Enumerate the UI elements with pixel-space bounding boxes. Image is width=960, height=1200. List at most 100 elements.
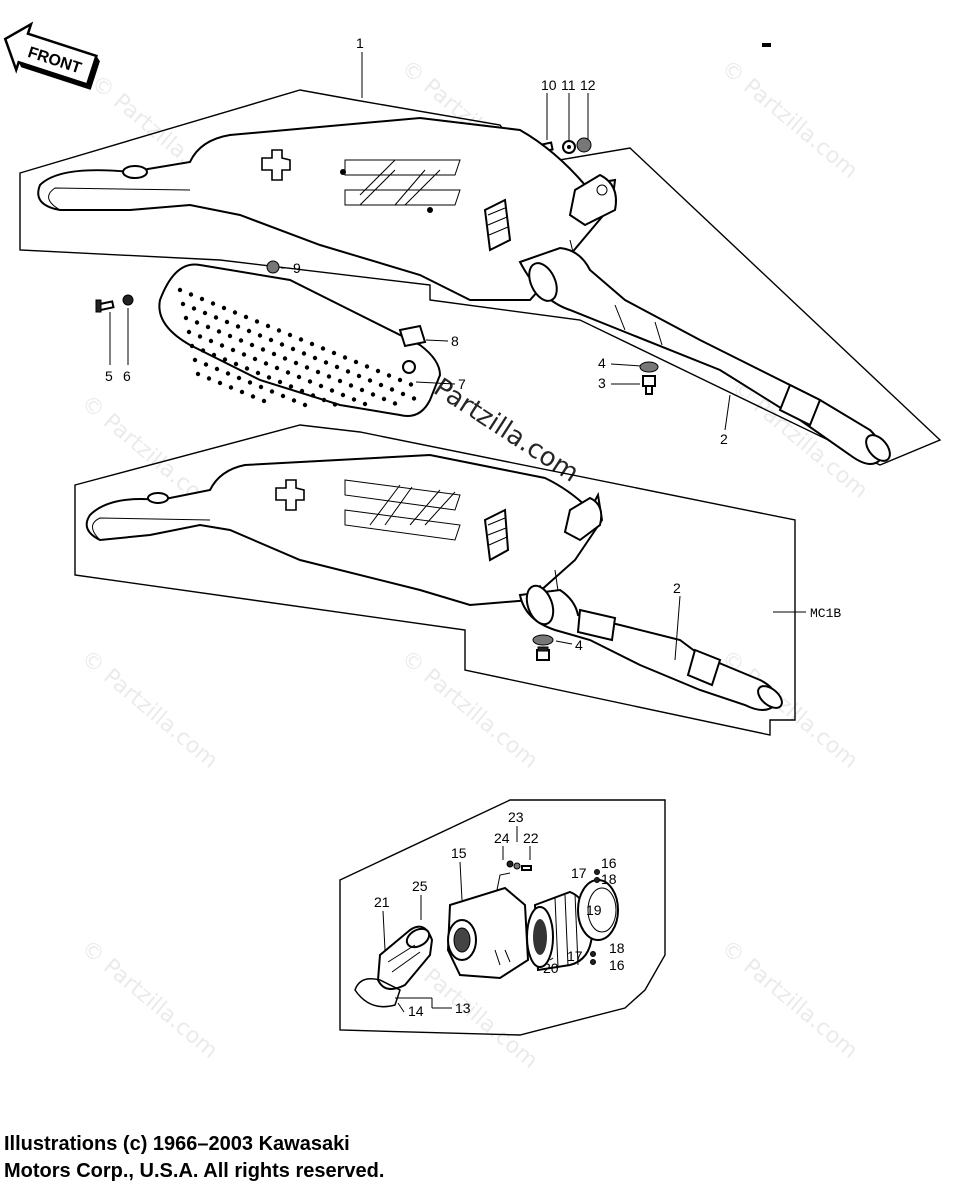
perforation-hole xyxy=(213,315,219,320)
washer-9 xyxy=(266,260,280,274)
perforation-hole xyxy=(211,352,217,358)
perforation-hole xyxy=(276,328,282,333)
perforation-hole xyxy=(210,301,216,306)
callout-18a: 18 xyxy=(601,871,617,887)
perforation-hole xyxy=(279,342,285,347)
perforation-hole xyxy=(334,364,340,370)
perforation-hole xyxy=(219,343,225,348)
perforation-hole xyxy=(194,320,200,325)
callout-22: 22 xyxy=(523,830,539,846)
perforation-hole xyxy=(183,315,189,321)
callout-2b: 2 xyxy=(673,580,681,596)
perforation-hole xyxy=(221,305,227,311)
filter-element-20 xyxy=(526,890,594,972)
perforation-hole xyxy=(310,393,316,398)
perforation-hole xyxy=(180,301,186,307)
perforation-hole xyxy=(217,380,223,386)
washer-4-upper xyxy=(639,361,659,373)
perforation-hole xyxy=(255,370,261,376)
perforation-hole xyxy=(188,292,194,297)
callout-21: 21 xyxy=(374,894,390,910)
clip-8 xyxy=(398,324,427,348)
intake-tube-21 xyxy=(376,925,434,990)
washer-4-lower xyxy=(532,634,554,646)
perforation-hole xyxy=(258,384,264,390)
perforation-hole xyxy=(216,329,222,334)
callout-9: 9 xyxy=(293,260,301,276)
screw-22 xyxy=(521,865,532,871)
grommet-7 xyxy=(402,360,416,374)
tailpipe-lower xyxy=(518,584,783,711)
perforation-hole xyxy=(271,351,277,357)
callout-6: 6 xyxy=(123,368,131,384)
mark-dash xyxy=(762,43,771,47)
callout-12: 12 xyxy=(580,77,596,93)
air-cleaner-case-15 xyxy=(446,872,530,980)
perforation-hole xyxy=(287,332,293,338)
perforation-hole xyxy=(238,338,244,343)
perforation-hole xyxy=(362,401,368,407)
perforation-hole xyxy=(195,371,201,377)
callout-8: 8 xyxy=(451,333,459,349)
perforation-hole xyxy=(386,373,392,378)
callout-24: 24 xyxy=(494,830,510,846)
perforation-hole xyxy=(342,355,348,360)
perforation-hole xyxy=(375,368,381,374)
perforation-hole xyxy=(326,374,332,379)
perforation-hole xyxy=(312,355,318,361)
perforation-hole xyxy=(304,365,310,370)
watermark: © Partzilla.com xyxy=(76,645,222,773)
callout-15: 15 xyxy=(451,845,467,861)
perforation-hole xyxy=(408,382,414,387)
callout-14: 14 xyxy=(408,1003,424,1019)
copyright-line-1: Illustrations (c) 1966–2003 Kawasaki xyxy=(4,1133,350,1155)
screw-5 xyxy=(95,299,115,313)
heat-guard-perforations xyxy=(177,287,417,408)
perforation-hole xyxy=(298,337,304,342)
perforation-hole xyxy=(307,379,313,384)
lower-muffler-assembly: MC1B 2 4 xyxy=(74,424,841,736)
perforation-hole xyxy=(177,287,183,293)
perforation-hole xyxy=(329,388,335,393)
callout-4a: 4 xyxy=(598,355,606,371)
callout-5: 5 xyxy=(105,368,113,384)
perforation-hole xyxy=(337,378,343,384)
perforation-hole xyxy=(299,388,305,394)
muffler-body-lower xyxy=(85,453,604,607)
callout-1: 1 xyxy=(356,35,364,51)
perforation-hole xyxy=(200,348,206,353)
perforation-hole xyxy=(203,362,209,367)
perforation-hole xyxy=(332,402,338,407)
muffler-body-upper xyxy=(37,116,617,301)
perforation-hole xyxy=(257,333,263,338)
perforation-hole xyxy=(191,306,197,311)
perforation-hole xyxy=(370,392,376,397)
callout-20: 20 xyxy=(543,960,559,976)
perforation-hole xyxy=(274,365,280,371)
perforation-hole xyxy=(214,366,220,372)
perforation-hole xyxy=(224,319,230,325)
watermark: © Partzilla.com xyxy=(716,645,862,773)
perforation-hole xyxy=(321,397,327,403)
perforation-hole xyxy=(315,369,321,375)
callout-25: 25 xyxy=(412,878,428,894)
perforation-hole xyxy=(206,376,212,381)
perforation-hole xyxy=(331,350,337,356)
perforation-hole xyxy=(320,346,326,351)
perforation-hole xyxy=(249,342,255,348)
perforation-hole xyxy=(309,341,315,347)
perforation-hole xyxy=(228,385,234,390)
perforation-hole xyxy=(345,369,351,374)
perforation-hole xyxy=(208,338,214,344)
callout-3: 3 xyxy=(598,375,606,391)
washer-24 xyxy=(506,860,514,868)
callout-7: 7 xyxy=(458,376,466,392)
callout-18b: 18 xyxy=(609,940,625,956)
perforation-hole xyxy=(261,398,267,404)
watermark: © Partzilla.com xyxy=(716,55,862,183)
washer-23 xyxy=(513,862,521,870)
perforation-hole xyxy=(381,396,387,402)
strap-13 xyxy=(354,978,401,1008)
perforation-hole xyxy=(265,323,271,329)
